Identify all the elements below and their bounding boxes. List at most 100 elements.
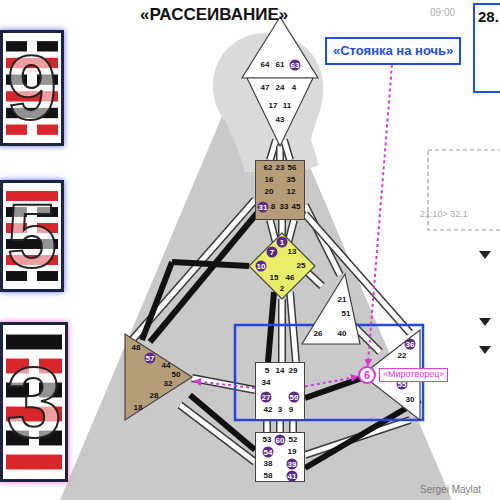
- gate-number: 44: [162, 362, 171, 370]
- gate-number: 42: [264, 406, 273, 414]
- ego-center: 21 51 26 40: [300, 272, 362, 346]
- channel-outline: [270, 140, 276, 160]
- gate-number: 13: [288, 248, 297, 256]
- hexagram-number: 5: [3, 183, 61, 289]
- spleen-center: 48 57 445032 28 18: [122, 332, 194, 422]
- hexagram-card: 3: [0, 322, 68, 482]
- gate-number: 16: [265, 176, 274, 184]
- gate-name-label: «Миротворец»: [379, 368, 448, 382]
- gate-number: 5: [265, 367, 269, 375]
- gate-number: 15: [270, 274, 279, 282]
- open-channel: [290, 292, 296, 362]
- gate-number: 25: [297, 262, 306, 270]
- active-gate-number: 60: [275, 435, 286, 446]
- gate-number: 20: [265, 188, 274, 196]
- date-panel: 28.: [473, 3, 500, 93]
- callout-text: «Стоянка на ночь»: [333, 43, 453, 59]
- channel-outline: [289, 420, 297, 432]
- gate-number: 4: [292, 84, 296, 92]
- throat-center: 622356 16 35 20 12 318 3345: [255, 160, 305, 220]
- gate-number: 22: [398, 352, 407, 360]
- watermark-wrap: Sergei Maylat: [420, 484, 481, 495]
- active-gate-number: 10: [256, 261, 267, 272]
- gate-number: 62: [264, 164, 273, 172]
- active-gate-number: 54: [263, 447, 274, 458]
- gate-number: 28: [150, 392, 159, 400]
- transit-note-wrap: 21:10> 32.1: [420, 209, 468, 219]
- root-center: 536052541938395841: [255, 432, 305, 482]
- title-wrap: «РАССЕИВАНИЕ»: [140, 5, 288, 25]
- gate-number: 38: [264, 460, 273, 468]
- active-gate-number: 36: [405, 339, 416, 350]
- gate-number: 50: [172, 371, 181, 379]
- dotted-arrow: [194, 381, 255, 388]
- title: «РАССЕИВАНИЕ»: [140, 5, 288, 25]
- gate-number: 45: [292, 203, 301, 211]
- gate-number: 33: [280, 203, 289, 211]
- active-gate-number: 59: [289, 392, 300, 403]
- gate-number: 35: [287, 176, 296, 184]
- dotted-arrow: [368, 65, 392, 366]
- gate-number: 53: [263, 436, 272, 444]
- head-center: 646163: [240, 15, 320, 80]
- gate-number: 23: [276, 164, 285, 172]
- dropdown-marker: [479, 251, 491, 259]
- open-channel: [284, 140, 290, 160]
- open-channel: [132, 200, 255, 340]
- open-channel: [280, 299, 285, 362]
- gate-number: 2: [280, 285, 284, 293]
- hexagram-card: 9: [0, 30, 64, 146]
- callout-box: «Стоянка на ночь»: [325, 37, 461, 65]
- gate-number: 43: [276, 116, 285, 124]
- dropdown-marker: [479, 318, 491, 326]
- defined-channel: [142, 262, 172, 340]
- channel-outline: [180, 405, 255, 462]
- gate-number: 26: [314, 330, 323, 338]
- active-gate-number: 57: [145, 353, 156, 364]
- gate-number: 56: [288, 164, 297, 172]
- channel-outline: [132, 200, 255, 340]
- defined-channel: [305, 378, 362, 398]
- g-center-diamond: 1713102515462: [248, 232, 316, 300]
- gate-number: 48: [132, 344, 141, 352]
- gate-number: 9: [289, 406, 293, 414]
- gate-number: 51: [342, 310, 351, 318]
- gate-number: 24: [276, 84, 285, 92]
- center-outline: [300, 272, 362, 346]
- channel-outline: [278, 299, 286, 362]
- channel-outline: [263, 420, 271, 432]
- gate-number: 18: [134, 404, 143, 412]
- gate-number: 19: [288, 448, 297, 456]
- defined-channel: [268, 292, 274, 362]
- dotted-arrow: [305, 377, 358, 387]
- ajna-center: 47244171143: [245, 76, 315, 148]
- watermark: Sergei Maylat: [420, 484, 481, 495]
- open-channel: [192, 378, 255, 390]
- open-channel: [278, 420, 283, 432]
- gate-number: 21: [338, 296, 347, 304]
- gate-number: 12: [287, 188, 296, 196]
- active-gate-number: 63: [290, 60, 301, 71]
- active-gate-number: 7: [267, 247, 278, 258]
- active-gate-number: 31: [258, 202, 269, 213]
- gate-number: 64: [261, 61, 270, 69]
- center-outline: [240, 15, 320, 80]
- gate-number: 30: [406, 396, 415, 404]
- gate-number: 32: [164, 380, 173, 388]
- open-channel: [278, 146, 283, 160]
- gate-number: 3: [278, 406, 282, 414]
- gate-number: 52: [289, 436, 298, 444]
- gate-number: 46: [286, 274, 295, 282]
- gate-number: 47: [261, 84, 270, 92]
- gate-number: 8: [271, 203, 275, 211]
- gate-number: 40: [338, 330, 347, 338]
- gate-number: 34: [262, 379, 271, 387]
- hexagram-number: 9: [3, 33, 61, 143]
- active-gate-number: 27: [261, 392, 272, 403]
- active-gate-number: 39: [287, 459, 298, 470]
- transit-note: 21:10> 32.1: [420, 209, 468, 219]
- gate-number: 29: [289, 367, 298, 375]
- date-text: 28.: [478, 9, 500, 26]
- defined-channel: [172, 262, 249, 266]
